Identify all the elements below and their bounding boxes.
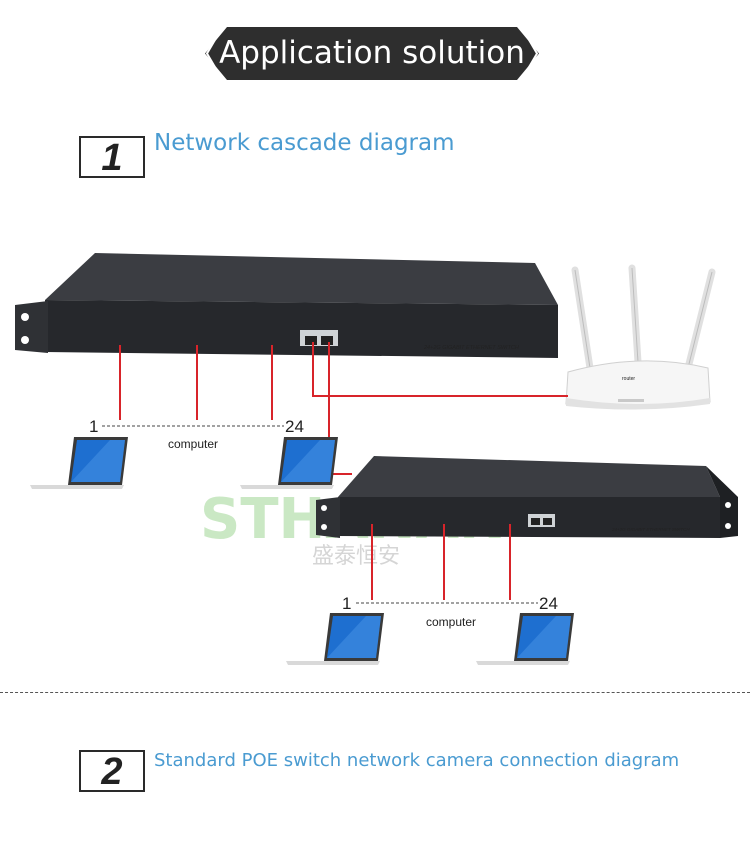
bottom-range-start: 1: [342, 594, 351, 613]
bottom-clients-label: computer: [426, 615, 476, 629]
top-range-start: 1: [89, 417, 98, 436]
top-switch: 24+2G GIGABIT ETHERNET SWITCH: [15, 253, 558, 358]
laptop-icon: [240, 437, 338, 489]
watermark-chinese: 盛泰恒安: [312, 544, 400, 569]
wifi-router: router: [565, 264, 716, 410]
section-2-number: 2: [79, 750, 145, 792]
section-1-title: Network cascade diagram: [154, 130, 455, 156]
section-divider: [0, 692, 750, 693]
bottom-switch: 24+2G GIGABIT ETHERNET SWITCH: [316, 456, 738, 538]
network-cascade-diagram: STHANAN 盛泰恒安 router 24+2G GIGABIT ETHERN…: [15, 253, 738, 665]
laptop-icon: [30, 437, 128, 489]
laptops: [30, 437, 574, 665]
section-2-title: Standard POE switch network camera conne…: [154, 750, 680, 771]
bottom-switch-label: 24+2G GIGABIT ETHERNET SWITCH: [611, 527, 690, 532]
router-brand: router: [622, 376, 635, 382]
top-clients-label: computer: [168, 437, 218, 451]
top-range-end: 24: [285, 417, 304, 436]
section-1-number: 1: [79, 136, 145, 178]
banner-title: Application solution: [219, 35, 525, 71]
top-switch-label: 24+2G GIGABIT ETHERNET SWITCH: [423, 345, 519, 351]
section-banner: Application solution: [205, 27, 539, 80]
laptop-icon: [476, 613, 574, 665]
banner-background: [205, 27, 539, 80]
bottom-range-end: 24: [539, 594, 558, 613]
laptop-icon: [286, 613, 384, 665]
network-links: [119, 342, 568, 600]
